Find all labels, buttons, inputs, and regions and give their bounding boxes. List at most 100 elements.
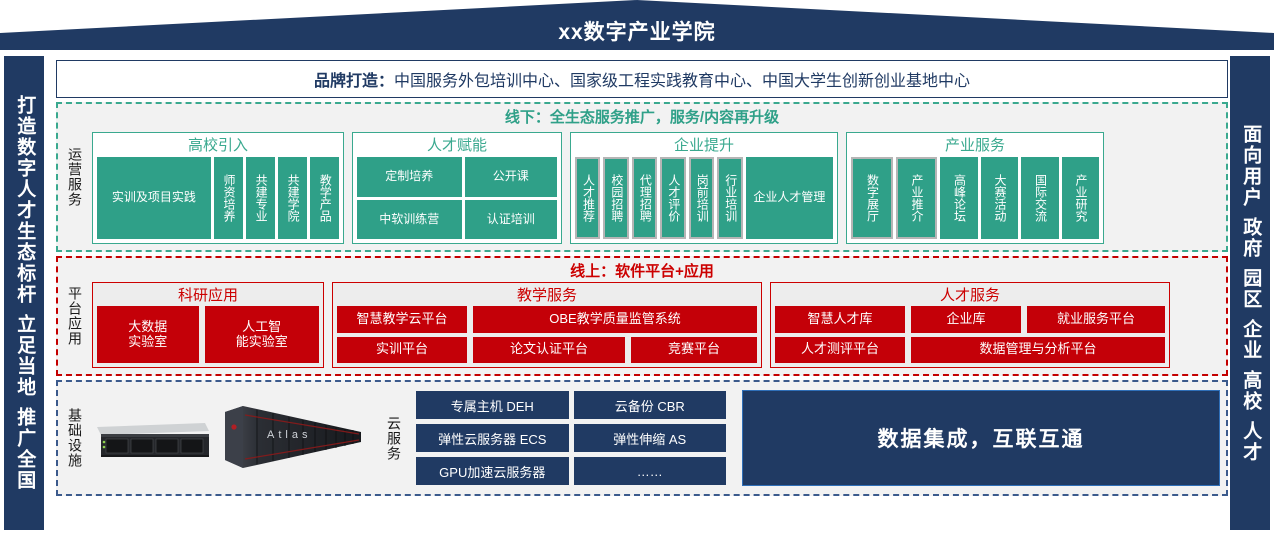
atlas-cabinet-image: Atlas: [225, 406, 361, 468]
side-right-line-4: 高校: [1240, 369, 1262, 412]
data-integration-banner: 数据集成，互联互通: [742, 390, 1220, 486]
online-group-rows: 大数据 实验室人工智 能实验室: [97, 306, 319, 363]
online-group-2: 人才服务智慧人才库企业库就业服务平台人才测评平台数据管理与分析平台: [770, 282, 1170, 368]
infrastructure-section: 基础设施: [56, 380, 1228, 496]
offline-tile[interactable]: 教学产品: [309, 157, 340, 239]
offline-tile[interactable]: 校园招聘: [603, 157, 629, 239]
online-tile[interactable]: 智慧人才库: [775, 306, 905, 333]
online-tile[interactable]: OBE教学质量监管系统: [473, 306, 757, 333]
online-tile-row: 人才测评平台数据管理与分析平台: [775, 336, 1165, 363]
offline-group-body: 人才推荐校园招聘代理招聘人才评价岗前培训行业培训企业人才管理: [575, 157, 833, 239]
offline-tile[interactable]: 师资培养: [213, 157, 243, 239]
offline-group-body: 定制培养中软训练营公开课认证培训: [357, 157, 557, 239]
offline-group-body: 实训及项目实践师资培养共建专业共建学院教学产品: [97, 157, 340, 239]
cloud-service-label: 云服务: [386, 415, 402, 461]
main-stack: 品牌打造：中国服务外包培训中心、国家级工程实践教育中心、中国大学生创新创业基地中…: [56, 56, 1228, 530]
offline-tile[interactable]: 定制培养: [357, 157, 462, 197]
offline-tile[interactable]: 产业推介: [895, 157, 937, 239]
cloud-service-tile-4[interactable]: GPU加速云服务器: [416, 457, 569, 485]
online-tile[interactable]: 智慧教学云平台: [337, 306, 467, 333]
online-tile[interactable]: 大数据 实验室: [97, 306, 199, 363]
side-right-line-2: 园区: [1240, 267, 1262, 310]
offline-tile[interactable]: 大赛活动: [980, 157, 1018, 239]
online-tile-row: 大数据 实验室人工智 能实验室: [97, 306, 319, 363]
side-right-line-5: 人才: [1240, 420, 1262, 463]
page-title: xx数字产业学院: [558, 21, 716, 44]
online-tile[interactable]: 人才测评平台: [775, 336, 905, 363]
side-right-line-1: 政府: [1240, 216, 1262, 259]
infra-side-label: 基础设施: [67, 408, 83, 468]
offline-tile[interactable]: 国际交流: [1021, 157, 1059, 239]
side-left-line-1: 立足当地: [14, 314, 36, 398]
side-right-line-3: 企业: [1240, 318, 1262, 361]
side-left-line-0: 打造数字人才生态标杆: [14, 95, 36, 305]
online-group-title: 科研应用: [177, 287, 238, 304]
cloud-service-tile-1[interactable]: 云备份 CBR: [573, 391, 726, 419]
offline-tile[interactable]: 数字展厅: [851, 157, 893, 239]
online-tile[interactable]: 实训平台: [337, 336, 467, 363]
side-column-left: 打造数字人才生态标杆 立足当地 推广全国: [4, 56, 44, 530]
online-group-0: 科研应用大数据 实验室人工智 能实验室: [92, 282, 324, 368]
offline-group-2: 企业提升人才推荐校园招聘代理招聘人才评价岗前培训行业培训企业人才管理: [570, 132, 838, 244]
tile-column: 公开课认证培训: [464, 157, 557, 239]
online-section: 线上：软件平台+应用 平台应用 科研应用大数据 实验室人工智 能实验室教学服务智…: [56, 256, 1228, 376]
hardware-images: Atlas: [92, 386, 372, 490]
offline-tile[interactable]: 共建专业: [245, 157, 275, 239]
tile-column: 定制培养中软训练营: [357, 157, 462, 239]
side-left-line-2: 推广全国: [14, 407, 36, 491]
cloud-service-tile-0[interactable]: 专属主机 DEH: [416, 391, 569, 419]
online-group-title: 人才服务: [939, 287, 1000, 304]
cloud-service-tile-3[interactable]: 弹性伸缩 AS: [573, 424, 726, 452]
svg-text:Atlas: Atlas: [267, 429, 311, 441]
offline-tile[interactable]: 企业人才管理: [745, 157, 833, 239]
offline-section: 线下：全生态服务推广，服务/内容再升级 运营服务 高校引入实训及项目实践师资培养…: [56, 102, 1228, 252]
offline-group-3: 产业服务数字展厅产业推介高峰论坛大赛活动国际交流产业研究: [846, 132, 1104, 244]
online-group-rows: 智慧人才库企业库就业服务平台人才测评平台数据管理与分析平台: [775, 306, 1165, 363]
side-column-right: 面向用户 政府 园区 企业 高校 人才: [1230, 56, 1270, 530]
offline-tile[interactable]: 高峰论坛: [940, 157, 978, 239]
brand-banner: 品牌打造：中国服务外包培训中心、国家级工程实践教育中心、中国大学生创新创业基地中…: [56, 60, 1228, 98]
online-tile[interactable]: 就业服务平台: [1027, 306, 1165, 333]
offline-tile[interactable]: 认证培训: [464, 199, 557, 239]
offline-group-title: 人才赋能: [426, 137, 487, 154]
offline-tile[interactable]: 实训及项目实践: [97, 157, 211, 239]
cloud-service-tile-2[interactable]: 弹性云服务器 ECS: [416, 424, 569, 452]
offline-group-0: 高校引入实训及项目实践师资培养共建专业共建学院教学产品: [92, 132, 344, 244]
brand-text: 中国服务外包培训中心、国家级工程实践教育中心、中国大学生创新创业基地中心: [394, 73, 971, 90]
brand-label: 品牌打造：: [313, 73, 394, 90]
online-group-title: 教学服务: [516, 287, 577, 304]
offline-side-label: 运营服务: [67, 147, 83, 207]
rack-server-image: [97, 423, 209, 457]
online-tile-row: 智慧人才库企业库就业服务平台: [775, 306, 1165, 333]
online-tile[interactable]: 人工智 能实验室: [204, 306, 319, 363]
online-tile[interactable]: 竞赛平台: [631, 336, 757, 363]
offline-tile[interactable]: 人才推荐: [575, 157, 601, 239]
offline-group-body: 数字展厅产业推介高峰论坛大赛活动国际交流产业研究: [851, 157, 1099, 239]
online-tile[interactable]: 企业库: [911, 306, 1021, 333]
online-side-label: 平台应用: [67, 286, 83, 346]
offline-tile[interactable]: 岗前培训: [688, 157, 715, 239]
online-tile-row: 实训平台论文认证平台竞赛平台: [337, 336, 757, 363]
offline-groups: 高校引入实训及项目实践师资培养共建专业共建学院教学产品 人才赋能定制培养中软训练营…: [92, 104, 1226, 250]
side-right-line-0: 面向用户: [1240, 123, 1262, 208]
offline-group-title: 高校引入: [187, 137, 248, 154]
cloud-service-tile-5[interactable]: ……: [573, 457, 726, 485]
roof-shape: [0, 0, 1274, 50]
offline-group-title: 企业提升: [673, 137, 734, 154]
offline-group-title: 产业服务: [944, 137, 1005, 154]
offline-tile[interactable]: 中软训练营: [357, 199, 462, 239]
offline-tile[interactable]: 人才评价: [660, 157, 686, 239]
offline-tile[interactable]: 产业研究: [1061, 157, 1099, 239]
offline-tile[interactable]: 共建学院: [277, 157, 307, 239]
offline-tile[interactable]: 行业培训: [717, 157, 743, 239]
online-tile[interactable]: 论文认证平台: [473, 336, 625, 363]
online-tile[interactable]: 数据管理与分析平台: [911, 336, 1165, 363]
offline-tile[interactable]: 公开课: [464, 157, 557, 197]
offline-tile[interactable]: 代理招聘: [631, 157, 658, 239]
